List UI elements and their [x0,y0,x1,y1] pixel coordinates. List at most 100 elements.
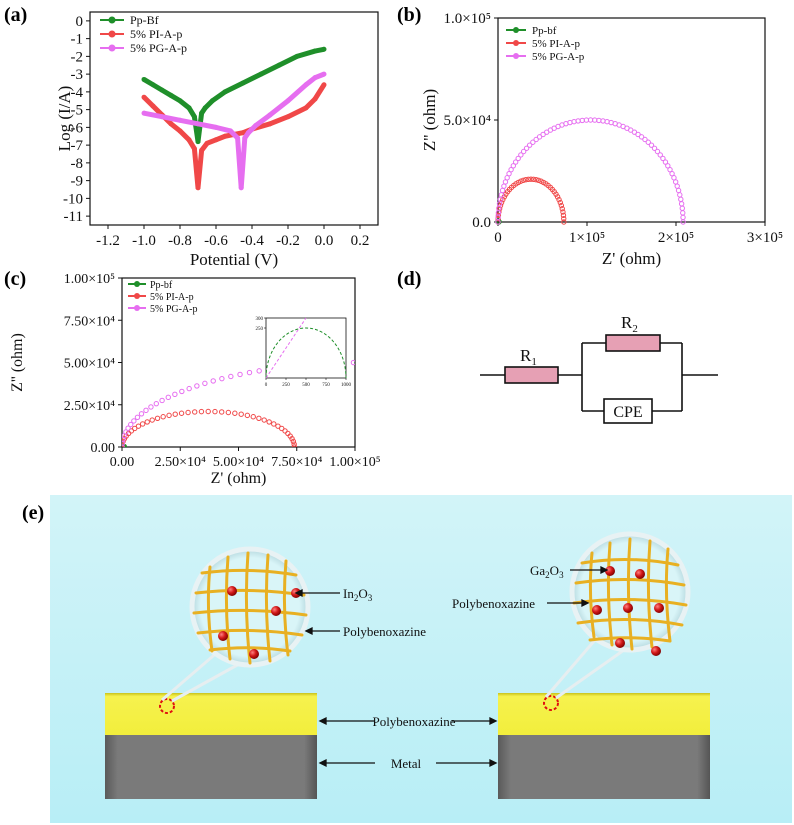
x-tick-label: 0.0 [315,233,334,249]
magnified-view-left [189,546,311,668]
data-point [267,121,273,127]
data-point [677,192,683,198]
data-point [205,408,211,415]
zoom-spot-right [543,695,559,711]
legend-label: 5% PG-A-p [532,51,585,63]
right-fiber-label: Polybenoxazine [452,596,535,611]
legend-marker [513,40,519,46]
data-point [172,411,178,417]
data-point [657,152,663,158]
data-point [132,425,138,432]
data-point [191,114,197,120]
data-point [500,196,506,203]
x-tick-label: -0.8 [168,233,192,249]
data-point [678,201,685,207]
data-point [267,112,273,118]
y-axis-label: Z'' (ohm) [420,89,439,151]
r2-label: R2 [621,313,638,335]
y-tick-label: 2.50×10⁴ [64,399,115,414]
data-point [186,385,192,392]
data-point [186,105,192,111]
data-point [237,371,243,378]
data-point [246,369,253,376]
data-point [199,147,205,153]
legend-marker [513,53,519,59]
data-point [159,87,165,93]
data-point [212,408,218,415]
left-coated-metal [105,648,317,799]
data-point [202,380,208,387]
data-point [289,436,295,442]
data-point [557,199,563,206]
y-tick-label: 0 [76,14,84,30]
data-point [204,140,210,146]
data-point [131,418,137,424]
x-tick-label: 0 [494,230,502,246]
cpe-label: CPE [613,404,642,421]
legend-marker [134,281,140,287]
x-tick-label: 0.2 [351,233,370,249]
data-point [312,48,318,54]
data-point [128,421,134,428]
data-point [642,136,648,143]
data-point [665,163,671,169]
y-tick-label: 1.0×10⁵ [444,11,491,27]
data-point [179,388,185,395]
data-point [535,177,542,184]
data-point [271,421,277,427]
data-point [198,408,205,415]
coating-label: Polybenoxazine [372,714,455,729]
data-point [559,206,565,212]
data-point [144,419,150,425]
y-tick-label: -3 [71,67,84,83]
data-point [520,177,526,184]
data-point [135,423,142,429]
data-point [150,82,156,88]
legend-label: 5% PG-A-p [150,304,198,315]
data-point [160,414,166,420]
legend-label: 5% PG-A-p [130,41,187,55]
inset-x-tick-label: 750 [322,383,330,388]
data-point [143,407,149,414]
data-point [384,361,388,365]
in2o3-label: In2O3 [343,586,373,603]
data-point [150,103,156,109]
data-point [219,375,225,382]
data-point [228,373,234,380]
data-point [523,176,529,183]
legend-label: 5% PI-A-p [150,292,194,303]
metal-substrate-right [498,735,710,799]
data-point [350,359,355,366]
data-point [321,46,327,52]
data-point [195,139,201,145]
data-point [213,137,219,143]
data-point [177,117,183,123]
x-tick-label: -1.2 [96,233,120,249]
x-axis-label: Z' (ohm) [211,470,267,487]
data-point [275,423,281,429]
coating-schematic: In2O3 Polybenoxazine Ga2O3 Polybenoxazin… [50,495,792,823]
y-tick-label: 5.00×10⁴ [64,357,115,372]
legend-marker [108,16,116,24]
data-point [675,187,682,194]
data-point [177,128,183,134]
y-tick-label: 5.0×10⁴ [444,113,491,129]
data-point [256,415,262,421]
data-point [172,391,178,398]
y-tick-label: -9 [71,174,84,190]
data-point [256,368,262,374]
inset-y-tick-label: 250 [256,327,264,332]
data-point [253,123,259,129]
series-line [143,71,325,191]
plot-area [122,359,388,447]
data-point [238,185,244,191]
y-tick-label: -1 [71,32,84,48]
inset-series-line [265,317,307,379]
data-point [178,410,185,416]
metal-substrate-left [105,735,317,799]
y-tick-label: -8 [71,156,84,172]
legend-marker [108,44,116,52]
y-tick-label: -5 [71,103,84,119]
